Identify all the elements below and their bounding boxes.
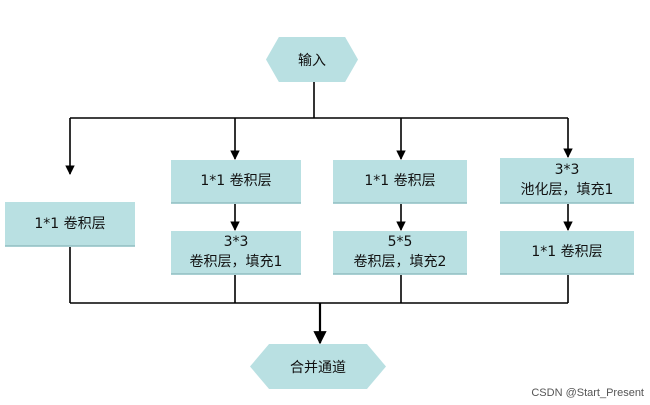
node-branch1-conv1x1: 1*1 卷积层 [5,202,135,246]
node-branch3-conv5x5: 5*5 卷积层，填充2 [333,231,467,274]
node-branch3-conv5x5-desc: 卷积层，填充2 [353,254,447,270]
node-branch4-conv1x1: 1*1 卷积层 [500,231,634,274]
node-branch2-conv3x3: 3*3 卷积层，填充1 [171,231,301,274]
node-branch4-pool3x3-desc: 池化层，填充1 [520,182,614,198]
node-branch2-conv1x1-label: 1*1 卷积层 [200,173,272,189]
node-concat-label: 合并通道 [290,359,346,376]
node-branch2-conv1x1: 1*1 卷积层 [171,160,301,203]
node-input-label: 输入 [298,52,326,69]
watermark-text: CSDN @Start_Present [531,387,644,399]
node-branch4-pool3x3-size: 3*3 [554,162,580,178]
node-branch4-pool3x3: 3*3 池化层，填充1 [500,158,634,203]
node-concat: 合并通道 [250,344,386,389]
node-branch4-conv1x1-label: 1*1 卷积层 [531,244,603,260]
node-branch3-conv5x5-size: 5*5 [387,234,413,250]
node-branch3-conv1x1: 1*1 卷积层 [333,160,467,203]
node-input: 输入 [266,37,358,82]
node-branch3-conv1x1-label: 1*1 卷积层 [364,173,436,189]
node-branch1-conv1x1-label: 1*1 卷积层 [34,215,106,232]
node-branch2-conv3x3-size: 3*3 [223,234,249,250]
node-branch2-conv3x3-desc: 卷积层，填充1 [189,254,283,270]
